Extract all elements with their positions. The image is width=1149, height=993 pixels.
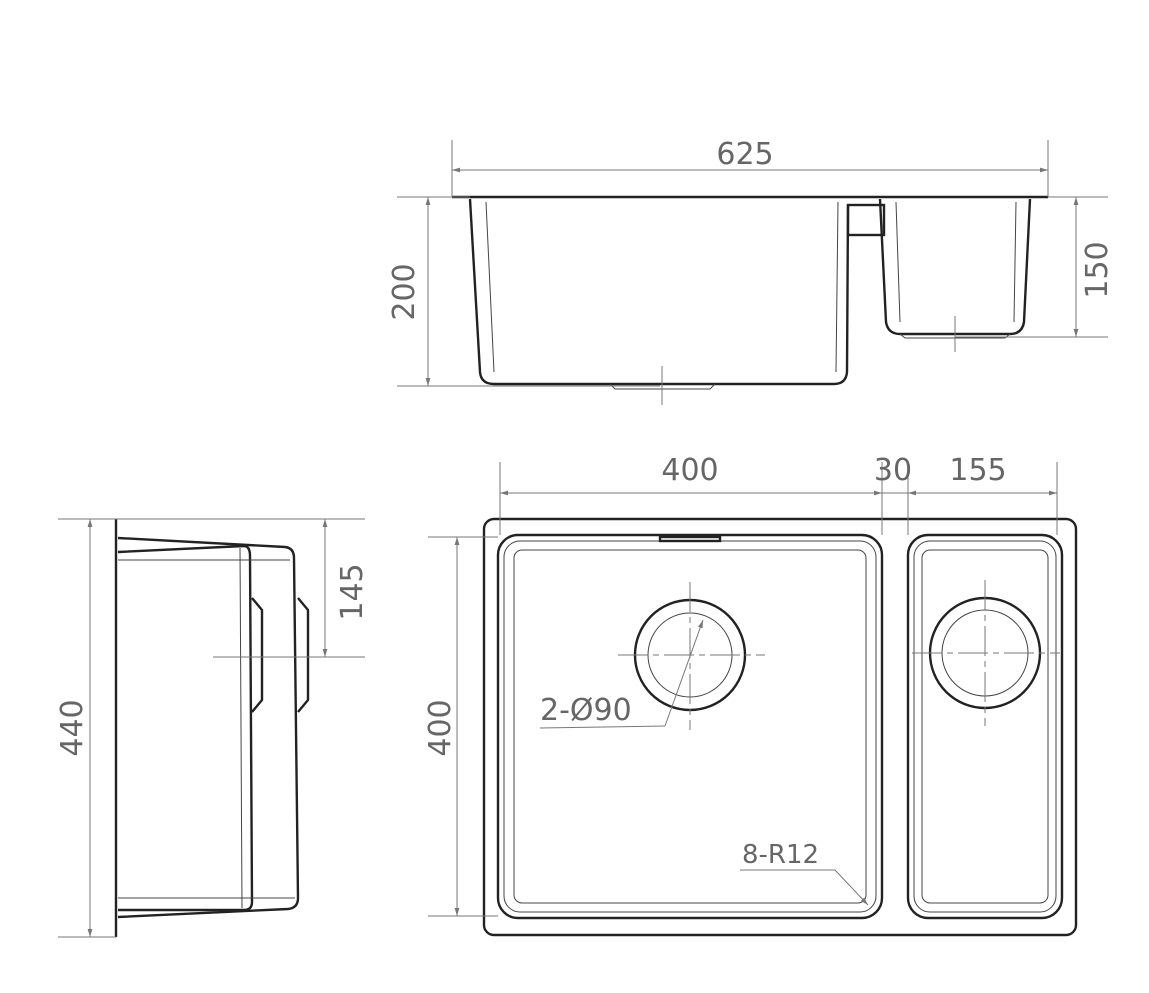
front-view: 625 200 150: [387, 137, 1115, 405]
dim-left-bowl-400: 400: [661, 453, 718, 488]
dim-bowl-length-400: 400: [423, 699, 458, 756]
dim-width-625: 625: [716, 137, 773, 172]
drain-note: 2-Ø90: [540, 693, 632, 728]
dim-depth-200: 200: [387, 263, 422, 320]
dim-right-bowl-155: 155: [949, 453, 1006, 488]
dim-divider-30: 30: [874, 453, 912, 488]
dim-depth-150: 150: [1080, 241, 1115, 298]
side-view: 440 145: [55, 518, 370, 938]
plan-view: 2-Ø90 8-R12 400 30 155 400: [423, 453, 1078, 937]
dim-drain-offset-145: 145: [335, 563, 370, 620]
dim-length-440: 440: [55, 699, 90, 756]
radius-note: 8-R12: [742, 840, 819, 870]
